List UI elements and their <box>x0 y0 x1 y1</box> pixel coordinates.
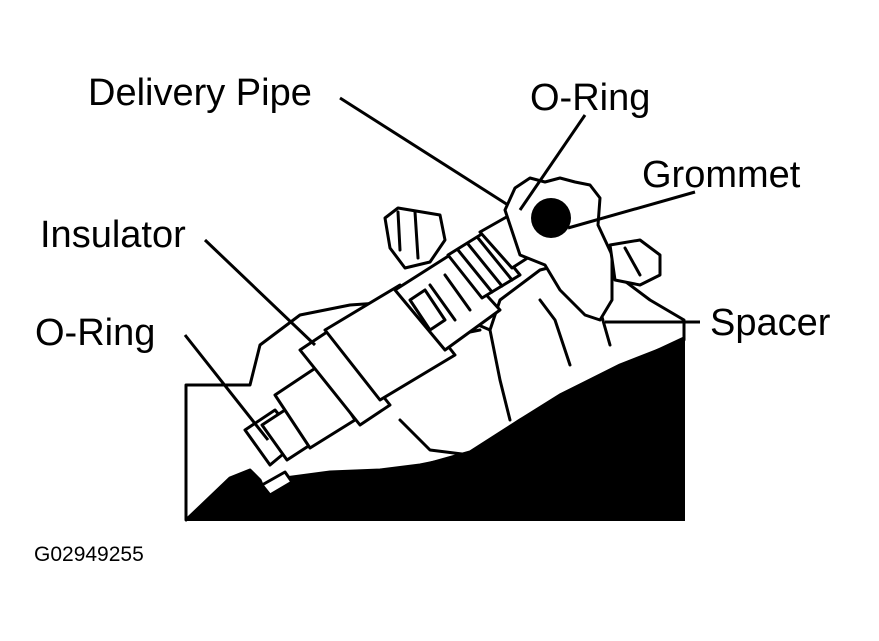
fuel-injector <box>243 206 542 467</box>
leader-o-ring-top <box>518 114 587 211</box>
nozzle-tip <box>260 470 294 497</box>
leader-delivery-pipe <box>339 96 509 207</box>
label-o-ring-left: O-Ring <box>35 312 155 354</box>
label-insulator: Insulator <box>40 214 186 256</box>
leader-insulator <box>203 238 317 347</box>
spacer-detail-2 <box>538 298 572 367</box>
bolt <box>608 238 662 287</box>
leader-grommet <box>567 190 696 230</box>
groove-line <box>260 336 686 497</box>
leader-o-ring-left <box>183 334 270 441</box>
label-grommet: Grommet <box>642 154 801 196</box>
grommet-shape <box>531 198 571 238</box>
label-spacer: Spacer <box>710 302 831 344</box>
label-delivery-pipe: Delivery Pipe <box>88 72 312 114</box>
figure-code: G02949255 <box>34 543 144 566</box>
label-o-ring-top: O-Ring <box>530 77 650 119</box>
spacer-detail-5 <box>398 418 472 457</box>
spacer-detail-1 <box>488 328 512 422</box>
